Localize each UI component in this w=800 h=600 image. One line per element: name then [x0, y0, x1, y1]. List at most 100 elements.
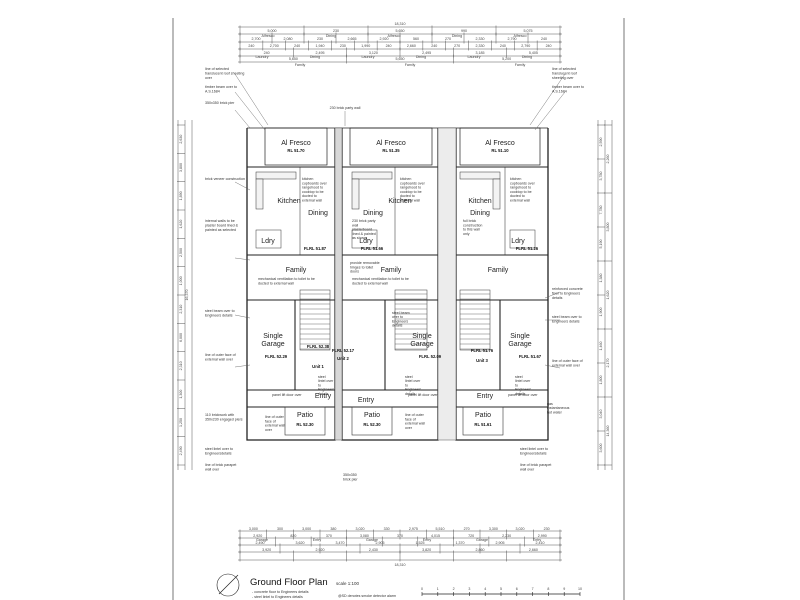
top-dimension-label: 240: [541, 37, 547, 41]
top-room-label: Dining: [326, 34, 336, 38]
side-dimension-label: 3,040: [599, 410, 603, 419]
beam-note: Engineers: [392, 319, 408, 323]
laundry-units: [255, 229, 536, 249]
right-annotation: translucent roof: [552, 72, 577, 76]
scale-tick-label: 8: [547, 587, 549, 591]
left-annotation: external wall over: [205, 358, 234, 362]
bottom-left-note: steel lintel over to: [205, 447, 233, 451]
side-dimension-label: 2,260: [606, 155, 610, 164]
left-annotation: translucent roof sheeting: [205, 72, 244, 76]
outer-wall-note: over: [405, 426, 413, 430]
scale-tick-label: 2: [453, 587, 455, 591]
room-label: Family: [381, 267, 402, 274]
unit-label: Unit 1: [312, 364, 324, 369]
lintel-note: details: [318, 392, 329, 396]
side-dimension-label: 1,000: [179, 276, 183, 285]
side-dimension-label: 7,780: [599, 206, 603, 215]
room-label: Dining: [363, 210, 383, 217]
outer-wall-note: external wall: [405, 422, 425, 426]
top-room-label: Family: [295, 63, 306, 67]
bottom-dimension-label: 2,920: [253, 534, 262, 538]
bottom-dimension-label: 3,020: [356, 527, 365, 531]
room-label: Garage: [261, 341, 284, 348]
bottom-room-label: Garage: [366, 538, 378, 542]
room-label: Single: [263, 333, 283, 340]
top-room-label: Family: [515, 63, 526, 67]
ventilation-note: ducted to external wall: [258, 281, 294, 285]
kitchen-note: cooktop to be: [400, 190, 422, 194]
floor-level-label: FLRL 51.87: [304, 246, 327, 251]
brick-wall-note: full brick: [463, 219, 476, 223]
scale-tick-label: 5: [500, 587, 502, 591]
bottom-left-note: wall over: [205, 468, 220, 472]
ventilation-note: mechanical ventilation to toilet to be: [352, 277, 409, 281]
top-room-label: Dining: [416, 55, 426, 59]
top-dimension-label: 240: [248, 44, 254, 48]
side-dimension-label: 2,630: [179, 135, 183, 144]
right-annotation: line of outer face of: [552, 359, 583, 363]
side-dimension-label: 2,310: [179, 305, 183, 314]
bottom-dimension-label: 370: [326, 534, 332, 538]
garage-door-note: panel lift door over: [408, 393, 438, 397]
left-annotation: Engineers details: [205, 314, 233, 318]
smoke-detector-note: @SD denotes smoke detector alarm: [338, 594, 396, 598]
lintel-note: steel: [405, 375, 413, 379]
side-dimension-label: 2,500: [179, 248, 183, 257]
party-wall-note: as shown: [352, 236, 367, 240]
top-dimension-label: 240: [264, 51, 270, 55]
side-dimension-label: 1,620: [606, 291, 610, 300]
bottom-right-note: Engineersdetails: [520, 452, 547, 456]
right-annotation: timber beam over to: [552, 85, 584, 89]
bottom-left-note: line of brick parapet: [205, 463, 236, 467]
floor-level-label: FLRL 52.29: [265, 354, 288, 359]
kitchen-note: cooktop to be: [302, 190, 324, 194]
party-wall-note: plasterboard: [352, 228, 372, 232]
side-dimension-label: 2,310: [179, 361, 183, 370]
stair-blocks: [299, 289, 491, 351]
lintel-note: details: [405, 392, 416, 396]
garage-door-note: panel lift door over: [272, 393, 302, 397]
outer-wall-note: over: [265, 428, 273, 432]
kitchen-benches: [255, 171, 501, 210]
bottom-dimension-label: 2,905: [496, 541, 505, 545]
bottom-dimension-label: 270: [464, 527, 470, 531]
alfresco-outlines: [264, 127, 541, 166]
kitchen-note: ducted to: [510, 194, 525, 198]
brick-pier-note: 350x350: [343, 473, 357, 477]
brick-pier-note: brick pier: [343, 477, 358, 481]
overall-width-bottom: 18,310: [395, 563, 406, 567]
side-dimension-label: 3,800: [606, 223, 610, 232]
top-dimension-label: 2,700: [270, 44, 279, 48]
side-dimension-label: 1,890: [179, 191, 183, 200]
room-label: Dining: [470, 210, 490, 217]
bottom-dimension-label: 230: [544, 527, 550, 531]
bottom-dimension-label: 4,015: [431, 534, 440, 538]
lintel-note: lintel over: [515, 379, 531, 383]
bottom-dimension-label: 3,920: [262, 548, 271, 552]
side-dimension-label: 1,460: [599, 342, 603, 351]
top-dimension-label: 2,330: [476, 37, 485, 41]
lintel-note: lintel over: [405, 379, 421, 383]
lintel-note: Engineers: [515, 388, 531, 392]
top-dimension-label: 2,790: [508, 37, 517, 41]
kitchen-note: kitchen: [510, 177, 521, 181]
reduced-level-label: RL 51.61: [474, 422, 492, 427]
floor-level-label: FLRL 51.76: [471, 348, 494, 353]
party-wall-note: wall: [352, 223, 358, 227]
note-leaders: [234, 73, 566, 369]
top-dimension-label: 1,990: [361, 44, 370, 48]
bottom-room-label: Entry: [423, 538, 432, 542]
right-annotation: line of selected: [552, 67, 576, 71]
party-wall-note: 230 brick party: [352, 219, 376, 223]
lintel-note: to: [405, 383, 408, 387]
top-room-label: Laundry: [256, 55, 269, 59]
top-room-label: Dining: [310, 55, 320, 59]
right-annotation: Engineers details: [552, 320, 580, 324]
outer-wall-note: external wall: [265, 424, 285, 428]
room-label: Single: [510, 333, 530, 340]
top-dimension-label: 240: [546, 44, 552, 48]
bottom-dimension-label: 3,000: [249, 527, 258, 531]
bottom-dimension-label: 2,410: [536, 541, 545, 545]
bottom-dimension-label: 3,000: [302, 527, 311, 531]
room-label: Patio: [297, 412, 313, 419]
